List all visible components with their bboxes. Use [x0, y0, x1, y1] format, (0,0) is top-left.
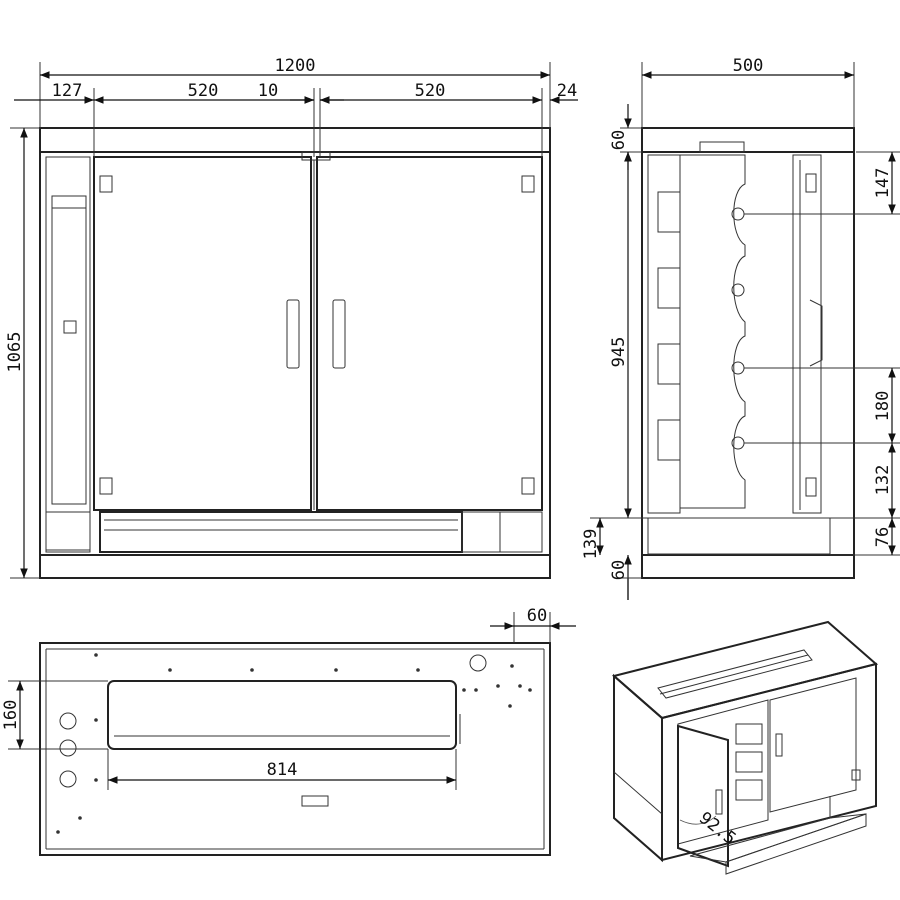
- dim-edge-offset: 60: [527, 606, 547, 626]
- dim-door-gap: 10: [258, 81, 278, 101]
- dim-right-offset: 24: [557, 81, 577, 101]
- front-view: [39, 127, 551, 579]
- front-dimensions: 1200 127 520 10 520 24 1065: [5, 56, 578, 579]
- top-dimensions: 60 160 814: [1, 606, 576, 790]
- dim-rail-pitch: 180: [873, 391, 893, 422]
- right-door[interactable]: [316, 156, 543, 511]
- dim-left-offset: 127: [52, 81, 83, 101]
- dim-cutout-width: 814: [267, 760, 298, 780]
- dim-door-left: 520: [188, 81, 219, 101]
- dim-bottom-rail-offset: 132: [873, 465, 893, 496]
- dim-inner-height: 945: [609, 337, 629, 368]
- dim-depth: 500: [733, 56, 764, 76]
- side-dimensions: 500 60 945 139 60 147 180 132: [581, 56, 900, 600]
- dim-overall-width: 1200: [275, 56, 316, 76]
- left-door[interactable]: [93, 156, 312, 511]
- dim-base-height: 60: [609, 560, 629, 580]
- dim-top-height: 60: [609, 130, 629, 150]
- isometric-view: 92.5: [611, 620, 879, 875]
- dim-first-rail-offset: 147: [873, 168, 893, 199]
- dim-overall-height: 1065: [5, 332, 25, 373]
- top-view: [39, 642, 551, 856]
- dim-plinth-height: 139: [581, 529, 601, 560]
- dim-cutout-depth: 160: [1, 700, 21, 731]
- dim-door-right: 520: [415, 81, 446, 101]
- side-view: [641, 127, 855, 579]
- dim-plinth-step: 76: [873, 527, 893, 547]
